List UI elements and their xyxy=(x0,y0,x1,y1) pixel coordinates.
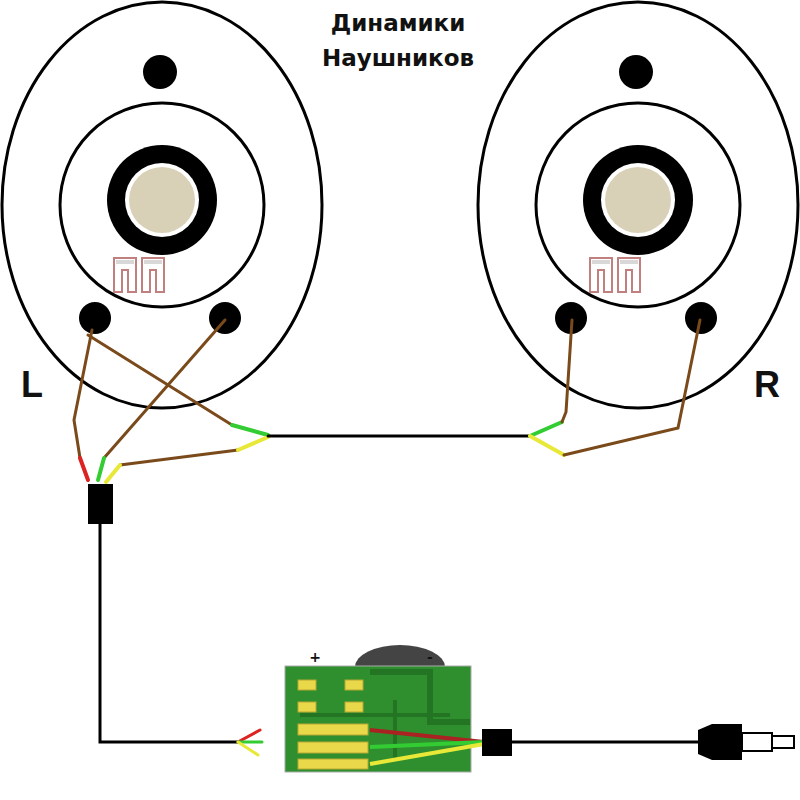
diagram-title: Динамики Наушников xyxy=(298,6,498,76)
circuit-board xyxy=(285,645,484,772)
right-speaker xyxy=(478,2,798,408)
cable-strain-relief xyxy=(482,729,512,756)
left-speaker xyxy=(2,2,322,408)
channel-label: L xyxy=(21,364,43,406)
jack-plug xyxy=(698,724,794,760)
polarity-mark: - xyxy=(427,649,433,665)
connector-block xyxy=(88,484,113,524)
polarity-mark: + xyxy=(309,649,321,665)
channel-label: R xyxy=(754,364,780,406)
